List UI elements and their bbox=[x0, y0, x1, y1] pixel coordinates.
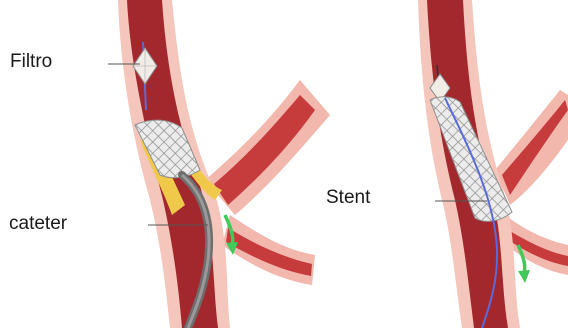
filter-label: Filtro bbox=[10, 52, 52, 71]
left-vessel bbox=[118, 0, 330, 328]
catheter-label: cateter bbox=[9, 214, 67, 233]
stent-label: Stent bbox=[326, 188, 370, 207]
right-vessel bbox=[418, 0, 568, 328]
